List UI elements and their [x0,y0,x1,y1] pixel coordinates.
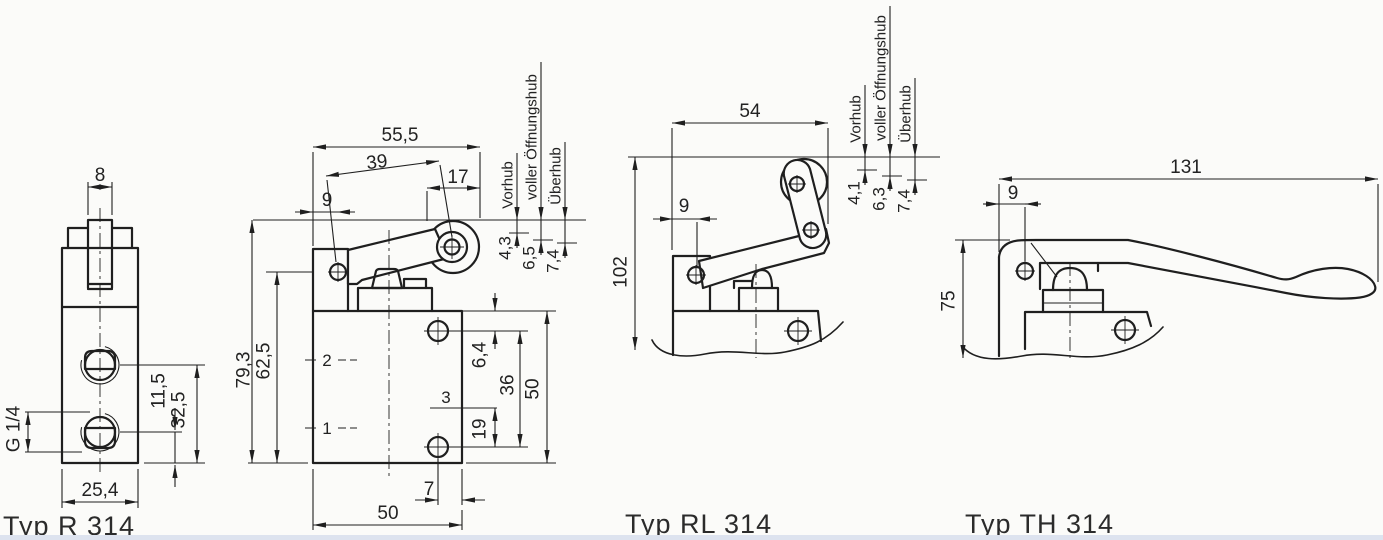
type-label-rl314: Typ RL 314 [625,509,772,539]
dim-pivot-height: 62,5 [254,343,275,380]
lever-bracket [311,247,350,313]
plunger-cap [750,268,774,290]
voller-oeffnungshub-value: 6,3 [870,187,889,211]
vorhub-label: Vorhub [500,161,517,209]
dim-body-height: 50 [523,378,544,399]
page-edge-band [0,535,1383,540]
dim-overall-height: 75 [939,290,960,311]
type-label-th314: Typ TH 314 [965,509,1114,539]
dim-lever-length: 39 [365,151,389,174]
dim-roller-diameter: 17 [447,167,468,188]
cam-edge [1030,242,1058,278]
port-3-label: 3 [441,388,450,407]
voller-oeffnungshub-label: voller Öffnungshub [523,74,541,200]
valve-body-outline [671,309,823,357]
dim-overall-width: 55,5 [382,125,419,146]
dim-port3-height: 19 [470,418,491,439]
lever-arm [346,227,450,286]
hand-lever-outline [997,238,1377,300]
dim-overall-height: 102 [611,256,632,288]
port-2-label: 2 [322,351,331,370]
dim-pivot-offset: 9 [1008,183,1019,204]
view-roller-lever-rl314: 54 102 9 Vorhub 4,1 voller Öffnungshub 6… [611,6,940,539]
valve-body-outline [1023,310,1153,351]
lock-nut [1041,288,1105,314]
dim-plunger-width: 8 [95,165,106,186]
dim-thread-size: G 1/4 [4,405,25,452]
vorhub-value: 4,3 [496,236,515,260]
voller-oeffnungshub-value: 6,5 [520,246,539,270]
vorhub-value: 4,1 [845,181,864,205]
vorhub-label: Vorhub [848,95,865,143]
dim-hole-spacing: 36 [498,374,519,395]
dim-port-bottom-offset: 11,5 [149,373,170,409]
voller-oeffnungshub-label: voller Öffnungshub [872,15,890,141]
dim-pivot-offset: 9 [322,190,333,211]
dim-pivot-offset: 9 [679,196,690,217]
break-line [961,326,1164,360]
port-1-label: 1 [322,419,331,438]
ueberhub-value: 7,4 [895,189,914,213]
dim-body-width2: 50 [377,503,398,524]
valve-body-outline [311,309,464,465]
dim-lever-length: 131 [1170,157,1202,178]
view-side-roller-plunger: 2 1 3 55,5 39 17 9 79,3 62,5 6,4 [234,62,586,530]
dim-hole-right-offset: 7 [424,479,435,500]
valve-body-outline [60,246,140,465]
view-front-r314: 8 G 1/4 11,5 32,5 25,4 Typ R 314 [3,165,205,540]
ueberhub-label: Überhub [897,85,915,143]
lock-nut [356,286,434,313]
dim-overall-height: 79,3 [234,352,255,389]
break-line [651,321,844,357]
dim-body-width: 25,4 [82,480,119,501]
plunger-cap [370,267,404,290]
dim-port-top-offset: 32,5 [169,392,190,429]
ueberhub-label: Überhub [547,147,565,205]
dim-overall-width: 54 [739,101,761,122]
lock-nut [737,286,780,313]
ueberhub-value: 7,4 [544,249,563,273]
dim-hole-top-offset: 6,4 [470,341,491,368]
view-hand-lever-th314: 131 9 75 Typ TH 314 [939,157,1379,539]
